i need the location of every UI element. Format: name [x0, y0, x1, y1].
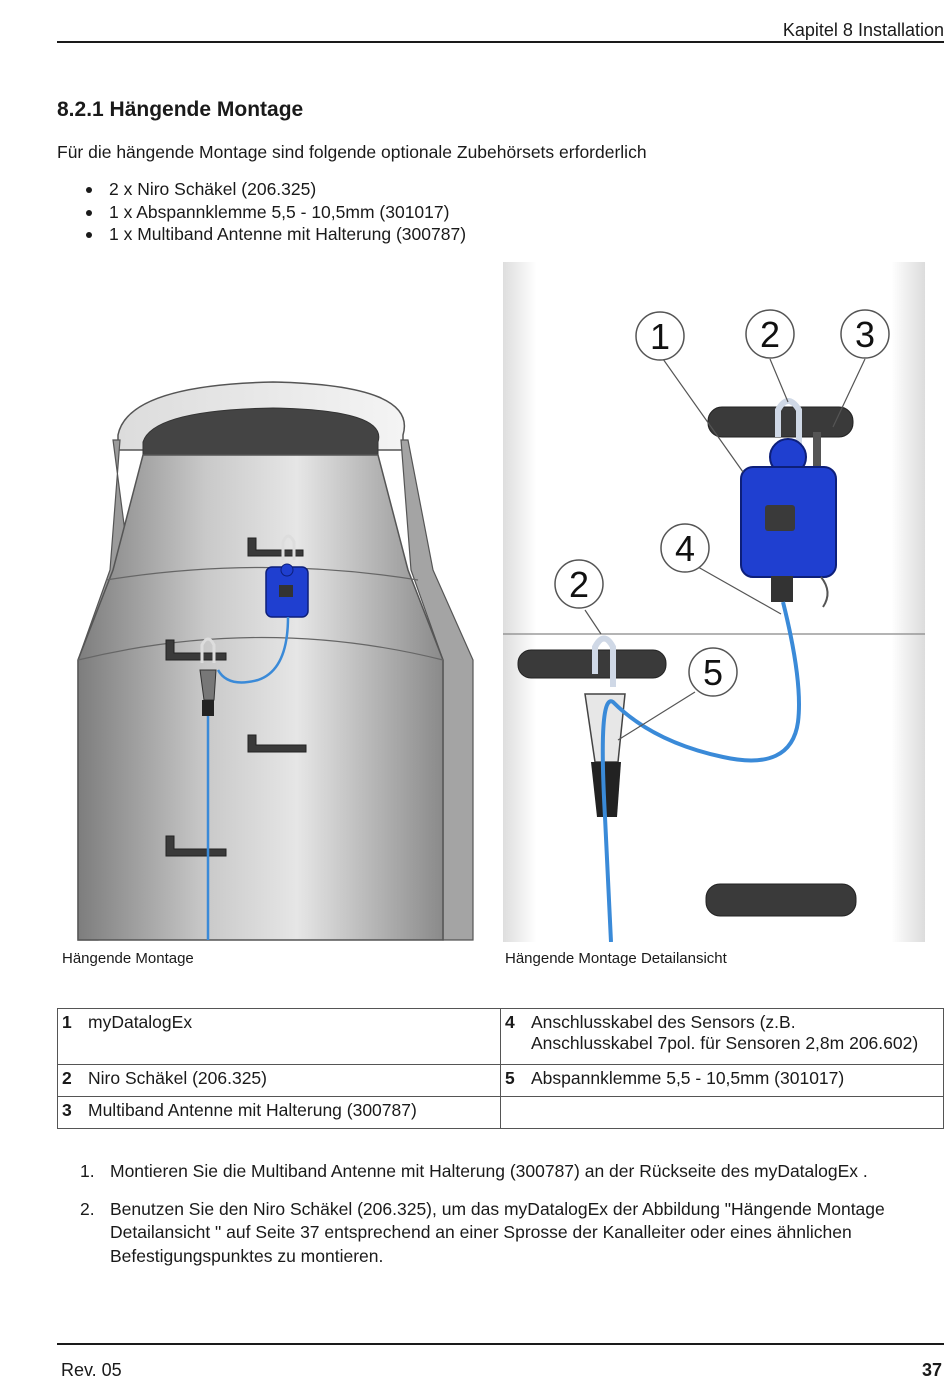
callout-label: 5 [703, 652, 723, 693]
figure-caption-overview: Hängende Montage [62, 950, 194, 967]
figure-caption-detail: Hängende Montage Detailansicht [505, 950, 727, 967]
callout-label: 2 [569, 564, 589, 605]
intro-paragraph: Für die hängende Montage sind folgende o… [57, 142, 647, 162]
bullet-icon [86, 209, 92, 216]
revision-label: Rev. 05 [61, 1360, 122, 1380]
page-number: 37 [921, 1360, 942, 1380]
callout-label: 1 [650, 316, 670, 357]
callout-label: 2 [760, 314, 780, 355]
hanging-mount-illustration [77, 381, 474, 941]
bullet-icon [86, 187, 92, 193]
list-item: 2 x Niro Schäkel (206.325) [86, 178, 466, 201]
chapter-header: Kapitel 8 Installation [782, 20, 944, 40]
list-item: 2.Benutzen Sie den Niro Schäkel (206.325… [80, 1198, 885, 1266]
ladder-rung [165, 537, 307, 857]
section-title: 8.2.1 Hängende Montage [57, 98, 304, 121]
table-cell [500, 1096, 944, 1129]
list-item: 1.Montieren Sie die Multiband Antenne mi… [80, 1161, 868, 1181]
callout-label: 3 [855, 314, 875, 355]
bullet-icon [86, 232, 92, 238]
instruction-steps: 1.Montieren Sie die Multiband Antenne mi… [80, 1160, 940, 1282]
callout-circles [554, 309, 890, 697]
accessory-list: 2 x Niro Schäkel (206.325) 1 x Abspannkl… [86, 178, 466, 246]
footer-divider [57, 1343, 944, 1345]
hanging-mount-detail-illustration: 1 2 3 4 2 5 [503, 262, 925, 942]
list-item: 1 x Abspannklemme 5,5 - 10,5mm (301017) [86, 201, 466, 224]
callout-label: 4 [675, 528, 695, 569]
header-divider [57, 41, 944, 43]
list-item: 1 x Multiband Antenne mit Halterung (300… [86, 223, 466, 246]
